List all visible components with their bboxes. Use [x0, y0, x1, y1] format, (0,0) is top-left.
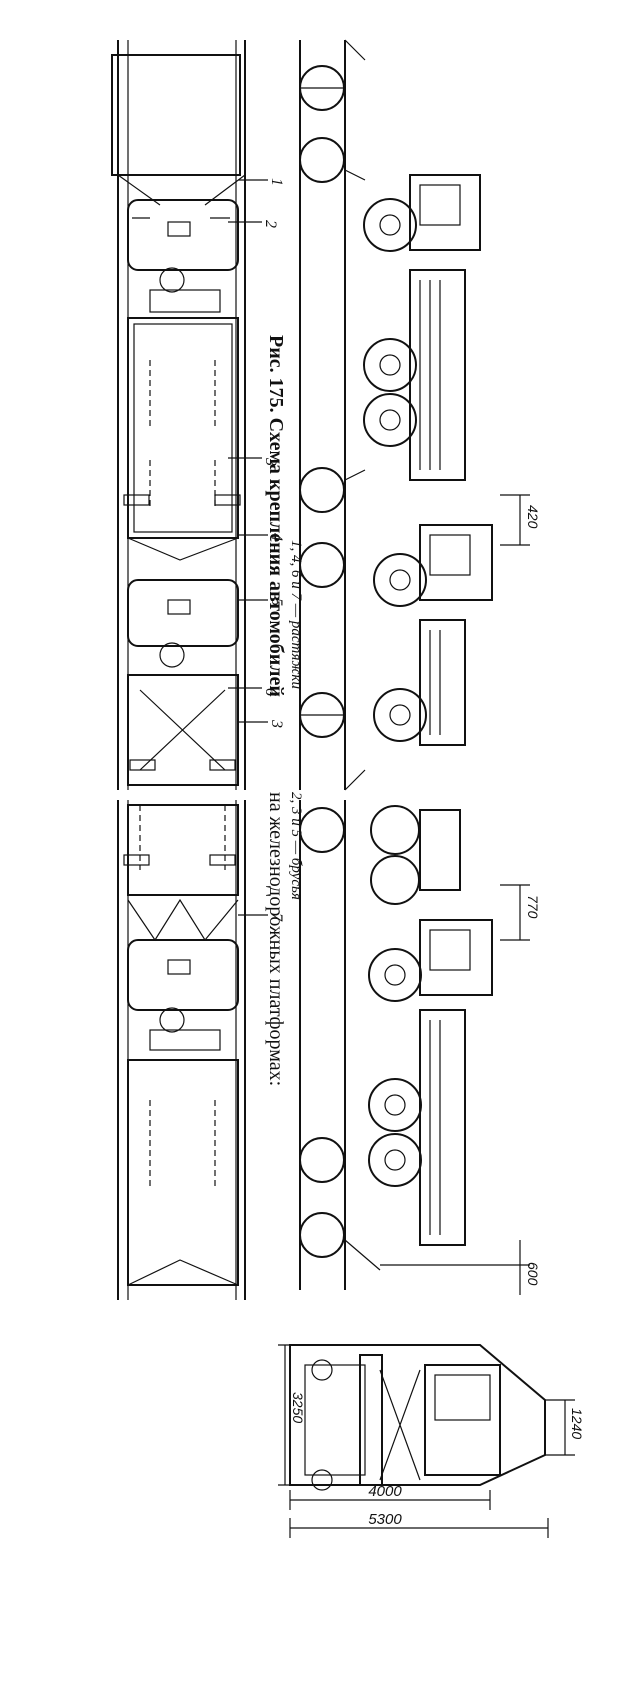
- dimension-3250: 3250: [290, 1392, 306, 1423]
- callout-3-lower: 3: [268, 719, 285, 728]
- figure-caption: Рис. 175. Схема крепления автомобилей 1,…: [265, 335, 304, 1086]
- dimension-annotations: 420 770 600 1240 3250 4000 5300: [278, 494, 585, 1538]
- caption-legend-right: 2, 3 и 5 — брусья: [288, 792, 304, 900]
- dimension-600: 600: [525, 1262, 541, 1286]
- dimension-5300: 5300: [368, 1511, 402, 1528]
- callout-5: 5: [268, 598, 285, 606]
- platform-top-view-upper: [111, 40, 246, 790]
- callout-4: 4: [268, 533, 285, 541]
- caption-title-left: Рис. 175. Схема крепления автомобилей: [265, 335, 287, 697]
- callout-labels: 1 2 3 4 5 6 3 7: [228, 178, 285, 922]
- platform-top-view-lower: [117, 800, 246, 1300]
- callout-7: 7: [268, 913, 285, 922]
- dimension-770: 770: [525, 895, 541, 919]
- platform-side-view-upper: [299, 39, 493, 791]
- caption-title-right: на железнодорожных платформах:: [265, 792, 287, 1086]
- dimension-1240: 1240: [569, 1408, 585, 1439]
- platform-side-view-lower: [299, 800, 493, 1290]
- end-view-drawing: [289, 1344, 546, 1491]
- callout-2: 2: [262, 220, 279, 228]
- dimension-420: 420: [525, 505, 541, 529]
- callout-6: 6: [262, 688, 279, 696]
- callout-1: 1: [268, 178, 285, 186]
- dimension-4000: 4000: [368, 1483, 402, 1500]
- caption-legend-left: 1, 4, 6 и 7 — растяжки: [288, 540, 304, 689]
- callout-3-upper: 3: [262, 457, 279, 466]
